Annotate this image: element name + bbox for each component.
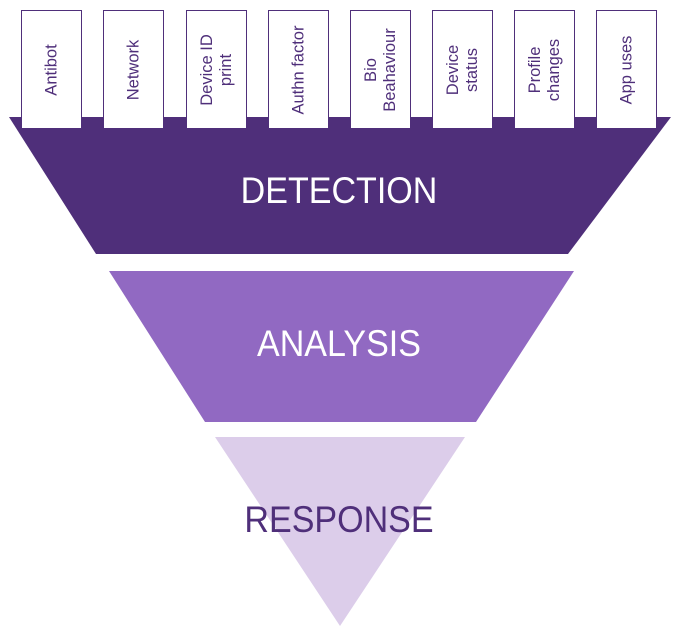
data-source-card-device-id-print: Device ID print — [186, 10, 247, 129]
data-source-card-antibot: Antibot — [21, 10, 82, 129]
data-source-label-network: Network — [124, 39, 142, 100]
data-source-card-app-uses: App uses — [596, 10, 657, 129]
data-source-card-device-status: Device status — [432, 10, 493, 129]
data-source-label-profile-changes: Profile changes — [525, 38, 563, 101]
data-source-label-device-id-print: Device ID print — [197, 33, 235, 106]
data-source-card-authn-factor: Authn factor — [268, 10, 329, 129]
response-triangle — [215, 437, 465, 626]
stage-label-analysis: ANALYSIS — [257, 323, 421, 364]
analysis-band — [109, 271, 574, 422]
detection-band — [9, 117, 671, 254]
stage-label-response: RESPONSE — [244, 499, 434, 540]
stage-label-detection: DETECTION — [240, 170, 438, 211]
data-source-label-authn-factor: Authn factor — [289, 25, 307, 114]
data-source-label-device-status: Device status — [443, 44, 481, 95]
data-source-label-bio-behaviour: Bio Beahaviour — [361, 27, 399, 112]
data-source-card-bio-behaviour: Bio Beahaviour — [350, 10, 411, 129]
data-source-label-app-uses: App uses — [617, 35, 635, 104]
data-source-label-antibot: Antibot — [42, 43, 60, 96]
data-source-card-profile-changes: Profile changes — [514, 10, 575, 129]
data-source-card-network: Network — [103, 10, 164, 129]
